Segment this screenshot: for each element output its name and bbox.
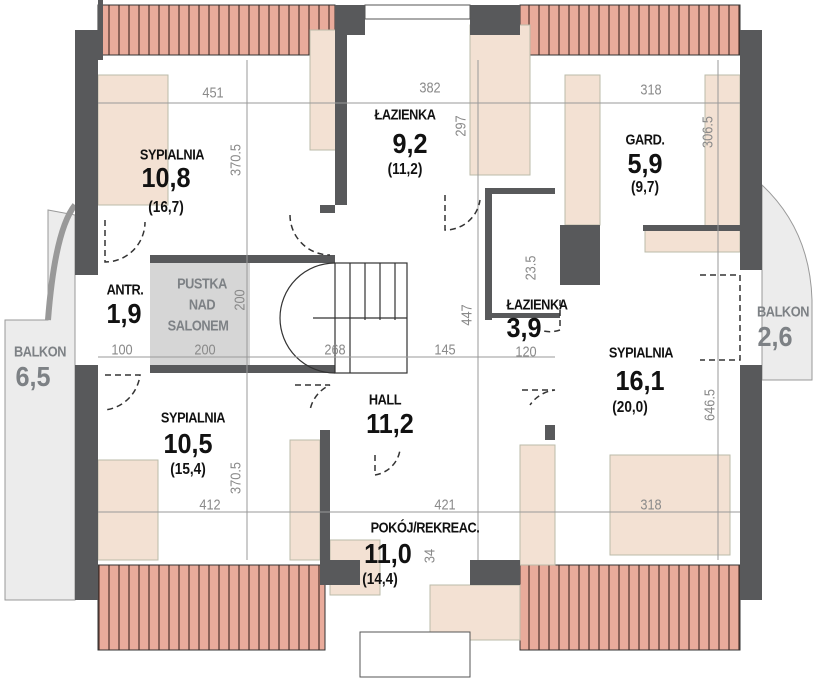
dimension-label: 200 [194,341,216,359]
room-area-bedroom-e: 16,1 [615,365,665,396]
dimension-label: 23.5 [522,255,540,281]
balcony-east-area: 2,6 [757,321,793,352]
room-gross-wardrobe: (9,7) [631,179,659,196]
roof-ne [519,4,741,56]
room-name-wardrobe: GARD. [625,131,665,149]
void-area [150,258,250,373]
balcony-west-name: BALKON [14,343,66,361]
dimension-label: 100 [111,341,133,359]
room-gross-bedroom-nw: (16,7) [148,199,184,216]
dimension-label: 120 [515,343,537,361]
balcony-west-area: 6,5 [15,361,51,392]
dimension-label: 451 [202,84,224,102]
roof-sw [97,564,326,651]
room-gross-recreation: (14,4) [362,571,398,588]
dimension-label: 318 [640,81,662,99]
window-south [359,631,471,678]
dimension-label: 268 [324,341,346,359]
balcony-east [761,183,813,381]
roof-nw [97,4,336,56]
balcony-east-name: BALKON [757,303,809,321]
dimension-label: 297 [452,115,470,137]
room-name-hall: HALL [368,391,402,409]
window-north [364,4,471,20]
balcony-west-arc [45,203,78,321]
room-area-bedroom-nw: 10,8 [141,162,191,193]
room-gross-bedroom-e: (20,0) [612,399,648,416]
dimension-label: 200 [231,289,249,311]
room-name-recreation: POKÓJ/REKREAC. [370,519,480,537]
dimension-label: 421 [434,496,456,514]
dimension-lines [98,60,740,560]
doors [104,195,741,476]
balcony-west [4,209,76,601]
walls [75,0,762,600]
room-area-bathroom-n: 9,2 [392,128,428,159]
roof-se [519,564,741,651]
dimension-label: 646.5 [701,389,719,421]
room-area-vestibule: 1,9 [106,298,142,329]
void-label-1: PUSTKA [177,275,227,293]
room-area-recreation: 11,0 [364,538,412,569]
room-area-hall: 11,2 [366,408,414,439]
furniture [97,24,741,641]
room-area-wardrobe: 5,9 [627,148,663,179]
room-name-bathroom-e: ŁAZIENKA [506,296,568,314]
dimension-label: 370.5 [227,462,245,494]
dimension-label: 370.5 [227,144,245,176]
room-name-vestibule: ANTR. [106,281,144,299]
void-label-2: NAD [188,296,216,314]
dimension-label: 447 [458,304,476,326]
room-name-bedroom-e: SYPIALNIA [608,344,674,362]
dimension-label: 306.5 [699,116,717,148]
room-name-bathroom-n: ŁAZIENKA [374,106,436,124]
room-area-bedroom-sw: 10,5 [163,428,213,459]
room-name-bedroom-nw: SYPIALNIA [139,146,205,164]
room-gross-bedroom-sw: (15,4) [170,461,206,478]
dimension-label: 412 [199,496,221,514]
void-label-3: SALONEM [167,317,229,335]
dimension-label: 382 [419,79,441,97]
dimension-label: 318 [640,496,662,514]
staircase [279,262,408,374]
dimension-label: 34 [421,548,439,564]
dimension-label: 145 [434,341,456,359]
room-area-bathroom-e: 3,9 [506,312,542,343]
room-gross-bathroom-n: (11,2) [387,161,423,178]
room-name-bedroom-sw: SYPIALNIA [160,409,226,427]
